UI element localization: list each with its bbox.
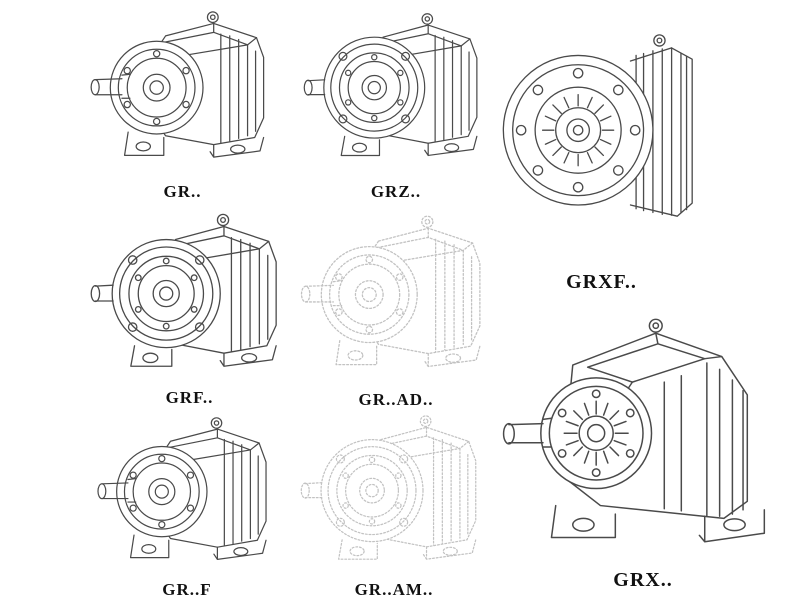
gearbox-drawing-grf [82, 206, 297, 383]
gearbox-drawing-grz [296, 0, 496, 177]
model-label-grf-foot: GR..F [162, 580, 212, 599]
gearbox-drawing-gram [290, 408, 498, 575]
model-label-grxf: GRXF.. [566, 271, 637, 293]
model-label-grf: GRF.. [165, 388, 214, 407]
model-label-grx: GRX.. [613, 569, 673, 591]
model-label-grz: GRZ.. [370, 182, 422, 201]
gearbox-drawing-grf-foot [82, 410, 292, 575]
gearbox-drawing-grxf [494, 0, 709, 266]
model-label-gram: GR..AM.. [354, 580, 434, 599]
gearbox-drawing-grx [494, 296, 792, 564]
model-figure-grx: GRX.. [494, 296, 792, 592]
model-figure-gram: GR..AM.. [290, 408, 498, 600]
model-figure-grad: GR..AD.. [290, 206, 502, 410]
gearbox-drawing-grad [290, 206, 502, 385]
model-figure-grf-foot: GR..F [82, 410, 292, 600]
gearbox-drawing-gr [80, 0, 285, 177]
model-figure-grz: GRZ.. [296, 0, 496, 202]
model-label-gr: GR.. [163, 182, 202, 201]
model-label-grad: GR..AD.. [358, 390, 434, 409]
model-figure-gr: GR.. [80, 0, 285, 202]
model-figure-grf: GRF.. [82, 206, 297, 408]
model-figure-grxf: GRXF.. [494, 0, 709, 294]
